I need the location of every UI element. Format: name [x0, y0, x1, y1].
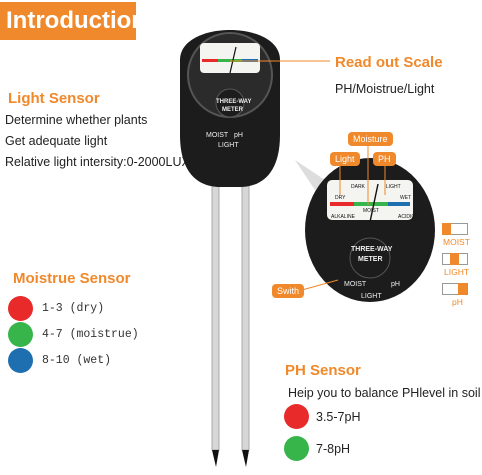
probe-left-tip [212, 450, 219, 467]
ph-sensor-desc: Heip you to balance PHlevel in soil [288, 386, 481, 400]
zoom-scale-dry: DRY [335, 195, 346, 201]
moisture-dry-label: 1-3 (dry) [42, 302, 105, 315]
moisture-dry-dot [8, 296, 33, 321]
ph-sensor-title: PH Sensor [285, 362, 361, 379]
switch-ph-label: pH [234, 132, 243, 139]
switch-light-label: LIGHT [218, 142, 239, 149]
zoom-scale-wet: WET [400, 195, 412, 201]
zoom-brand-line1: THREE-WAY [351, 246, 393, 253]
ph-neutral-dot [284, 436, 309, 461]
chip-light [442, 253, 468, 265]
zoom-scale-moist: MOIST [363, 208, 379, 214]
probe-left [211, 184, 220, 451]
callout-switch: Swith [272, 284, 305, 298]
needle [229, 46, 237, 74]
zoom-scale-alkaline: ALKALINE [331, 214, 355, 220]
moisture-moist-label: 4-7 (moistrue) [42, 328, 139, 341]
callout-ph: PH [373, 152, 396, 166]
readout-title: Read out Scale [335, 54, 443, 71]
switch-position-moist: MOIST [443, 237, 470, 247]
ph-neutral-label: 7-8pH [316, 442, 351, 456]
zoom-scale-window [327, 180, 413, 220]
switch-position-light: LIGHT [444, 267, 470, 277]
zoom-meter [295, 158, 435, 302]
probe-right-tip [242, 450, 249, 467]
callout-light: Light [330, 152, 360, 166]
readout-subtitle: PH/Moistrue/Light [335, 82, 435, 96]
moisture-wet-dot [8, 348, 33, 373]
meter-brand-line1: THREE-WAY [216, 99, 252, 105]
ph-acid-dot [284, 404, 309, 429]
connector-lines [230, 60, 386, 291]
zoom-switch-ph: pH [391, 281, 400, 288]
switch-moist-label: MOIST [206, 132, 229, 139]
zoom-brand-line2: METER [358, 256, 383, 263]
zoom-scale-light: LIGHT [386, 184, 401, 190]
zoom-needle [369, 183, 379, 223]
zoom-scale-dark: DARK [351, 184, 365, 190]
chip-moist [442, 223, 468, 235]
moisture-moist-dot [8, 322, 33, 347]
ph-acid-label: 3.5-7pH [316, 410, 361, 424]
switch-position-ph: pH [452, 297, 463, 307]
light-sensor-line-2: Get adequate light [5, 134, 108, 148]
intro-banner: Introduction [0, 2, 146, 40]
zoom-switch-light: LIGHT [361, 293, 382, 300]
moisture-wet-label: 8-10 (wet) [42, 354, 112, 367]
zoom-scale-acidic: ACIDIC [398, 214, 415, 220]
zoom-switch-moist: MOIST [344, 281, 367, 288]
scale-window [200, 43, 260, 73]
light-sensor-line-3: Relative light intersity:0-2000LUX [5, 155, 190, 169]
meter-brand-line2: METER [222, 107, 243, 113]
callout-moisture: Moisture [348, 132, 393, 146]
light-sensor-line-1: Determine whether plants [5, 113, 148, 127]
meter-illustration [180, 30, 280, 467]
chip-ph [442, 283, 468, 295]
light-sensor-title: Light Sensor [8, 90, 100, 107]
moisture-sensor-title: Moistrue Sensor [13, 270, 131, 287]
